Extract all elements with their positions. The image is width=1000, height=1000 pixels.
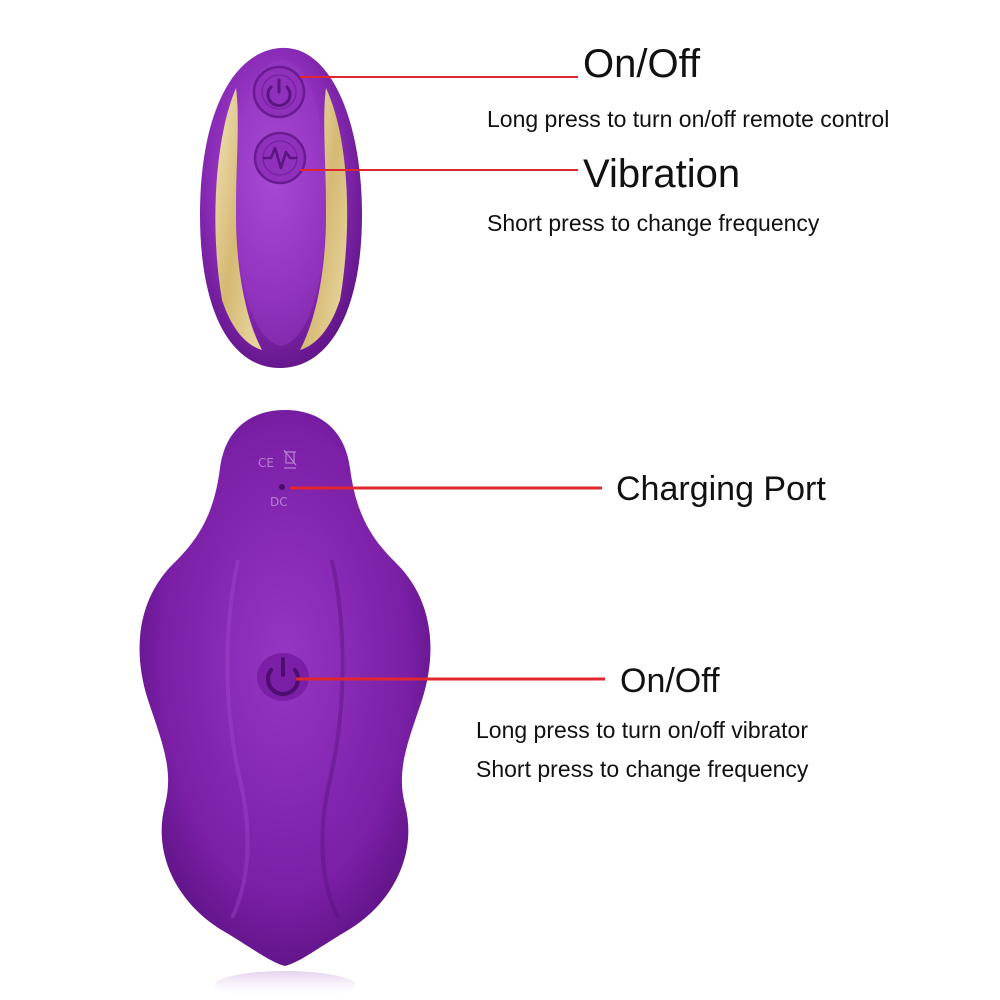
remote-gold-inlay-left: [215, 88, 262, 350]
remote-power-title: On/Off: [583, 42, 701, 86]
weee-bin-icon: [283, 449, 297, 469]
vibrator-device: CE DC: [139, 410, 431, 999]
device-contour-right: [320, 559, 345, 919]
remote-center-panel: [236, 60, 326, 346]
device-power-button[interactable]: [257, 653, 309, 701]
remote-power-button[interactable]: [252, 65, 306, 119]
device-power-description-2: Short press to change frequency: [476, 756, 809, 782]
ce-mark: CE: [258, 456, 274, 470]
device-reflection: [215, 971, 355, 999]
device-contour-left: [225, 559, 250, 919]
charging-port[interactable]: [279, 484, 285, 490]
remote-control: [200, 47, 362, 369]
power-icon: [266, 78, 292, 107]
device-power-title: On/Off: [620, 662, 720, 700]
remote-vibration-title: Vibration: [583, 152, 741, 196]
dc-mark: DC: [270, 495, 288, 509]
charging-port-title: Charging Port: [616, 470, 826, 508]
device-power-description-1: Long press to turn on/off vibrator: [476, 717, 808, 743]
vibration-pulse-icon: [262, 146, 298, 170]
remote-vibration-button[interactable]: [253, 131, 307, 185]
remote-vibration-description: Short press to change frequency: [487, 210, 820, 236]
remote-power-description: Long press to turn on/off remote control: [487, 106, 890, 132]
device-markings: CE DC: [258, 449, 297, 509]
remote-gold-inlay-right: [300, 88, 348, 350]
